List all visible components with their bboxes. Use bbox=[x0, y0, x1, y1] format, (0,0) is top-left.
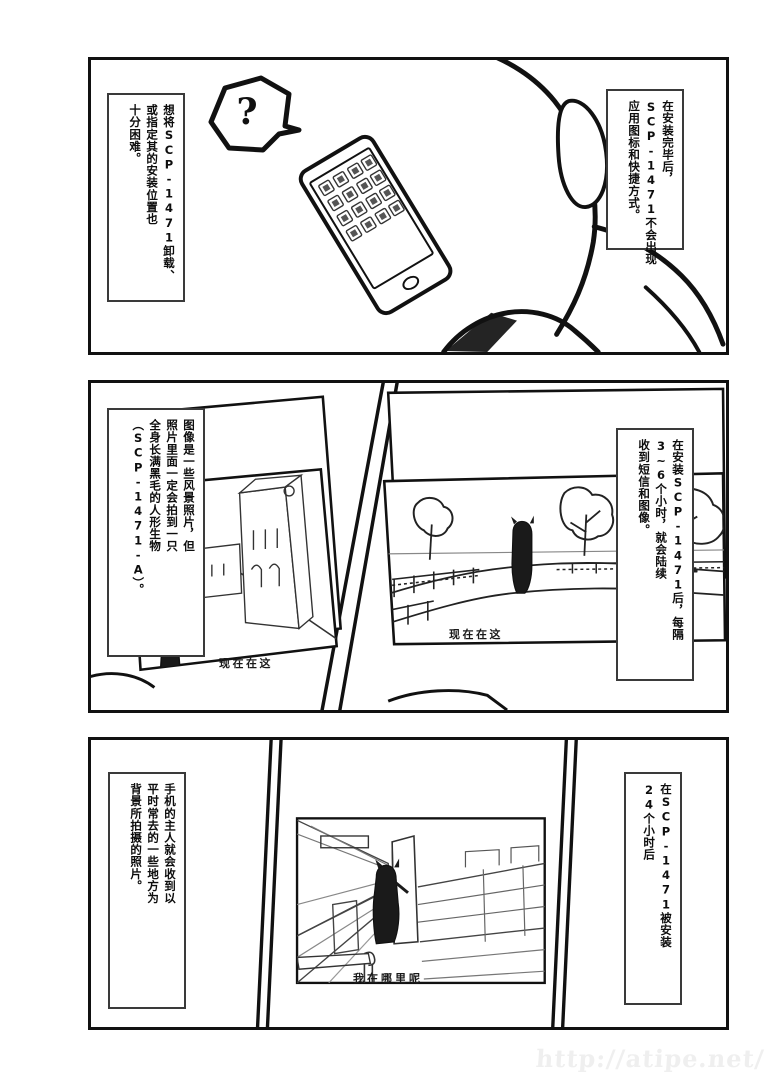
comic-panel-3: 我在哪里呢 手机的主人就会收到以 平时常去的一些地方为 背景所拍摄的照片。 在S… bbox=[88, 737, 729, 1030]
caption-uninstall-difficulty: 想将SCP-1471卸载、 或指定其的安装位置也 十分困难。 bbox=[107, 93, 185, 302]
caption-column: （SCP-1471-A）。 bbox=[131, 419, 146, 596]
caption-column: 在安装SCP-1471后，每隔 bbox=[671, 439, 685, 641]
caption-column: 或指定其的安装位置也 bbox=[145, 104, 160, 225]
comic-panel-2: 现在在这 现在在这 图像是一些风景照片，但 照片里面一定会拍到一只 全身长满黑毛… bbox=[88, 380, 729, 713]
caption-column: 图像是一些风景照片，但 bbox=[182, 419, 196, 553]
caption-column: 照片里面一定会拍到一只 bbox=[165, 419, 180, 553]
caption-column: 手机的主人就会收到以 bbox=[163, 783, 177, 904]
caption-column: 在SCP-1471被安装 bbox=[659, 783, 673, 949]
caption-column: 3~6个小时，就会陆续 bbox=[654, 439, 669, 580]
caption-familiar-places: 手机的主人就会收到以 平时常去的一些地方为 背景所拍摄的照片。 bbox=[108, 772, 186, 1009]
caption-sms-interval: 在安装SCP-1471后，每隔 3~6个小时，就会陆续 收到短信和图像。 bbox=[616, 428, 694, 681]
caption-landscape-photos: 图像是一些风景照片，但 照片里面一定会拍到一只 全身长满黑毛的人形生物 （SCP… bbox=[107, 408, 205, 657]
photo-caption-right: 现在在这 bbox=[449, 628, 503, 641]
caption-column: 在安装完毕后， bbox=[661, 100, 675, 185]
photo-caption-left: 现在在这 bbox=[219, 657, 273, 670]
question-mark-glyph: ? bbox=[236, 91, 257, 133]
caption-column: 收到短信和图像。 bbox=[637, 439, 652, 536]
caption-column: 24个小时后 bbox=[642, 783, 657, 861]
caption-column: 十分困难。 bbox=[128, 104, 143, 165]
comic-panel-1: ? 想将SCP-1471卸载、 或指定其的安装位置也 十分困难。 在安装完毕后，… bbox=[88, 57, 729, 355]
caption-column: SCP-1471不会出现 bbox=[644, 100, 659, 266]
photo-caption-corridor: 我在哪里呢 bbox=[353, 972, 423, 985]
caption-column: 应用图标和快捷方式。 bbox=[627, 100, 642, 221]
question-bubble: ? bbox=[203, 74, 307, 156]
caption-no-icon: 在安装完毕后， SCP-1471不会出现 应用图标和快捷方式。 bbox=[606, 89, 684, 265]
site-watermark: http://atipe.net/ bbox=[534, 1044, 766, 1073]
caption-column: 想将SCP-1471卸载、 bbox=[162, 104, 176, 282]
caption-24-hours: 在SCP-1471被安装 24个小时后 bbox=[624, 772, 682, 1005]
caption-column: 背景所拍摄的照片。 bbox=[129, 783, 144, 892]
caption-column: 平时常去的一些地方为 bbox=[146, 783, 161, 904]
caption-column: 全身长满黑毛的人形生物 bbox=[148, 419, 163, 553]
